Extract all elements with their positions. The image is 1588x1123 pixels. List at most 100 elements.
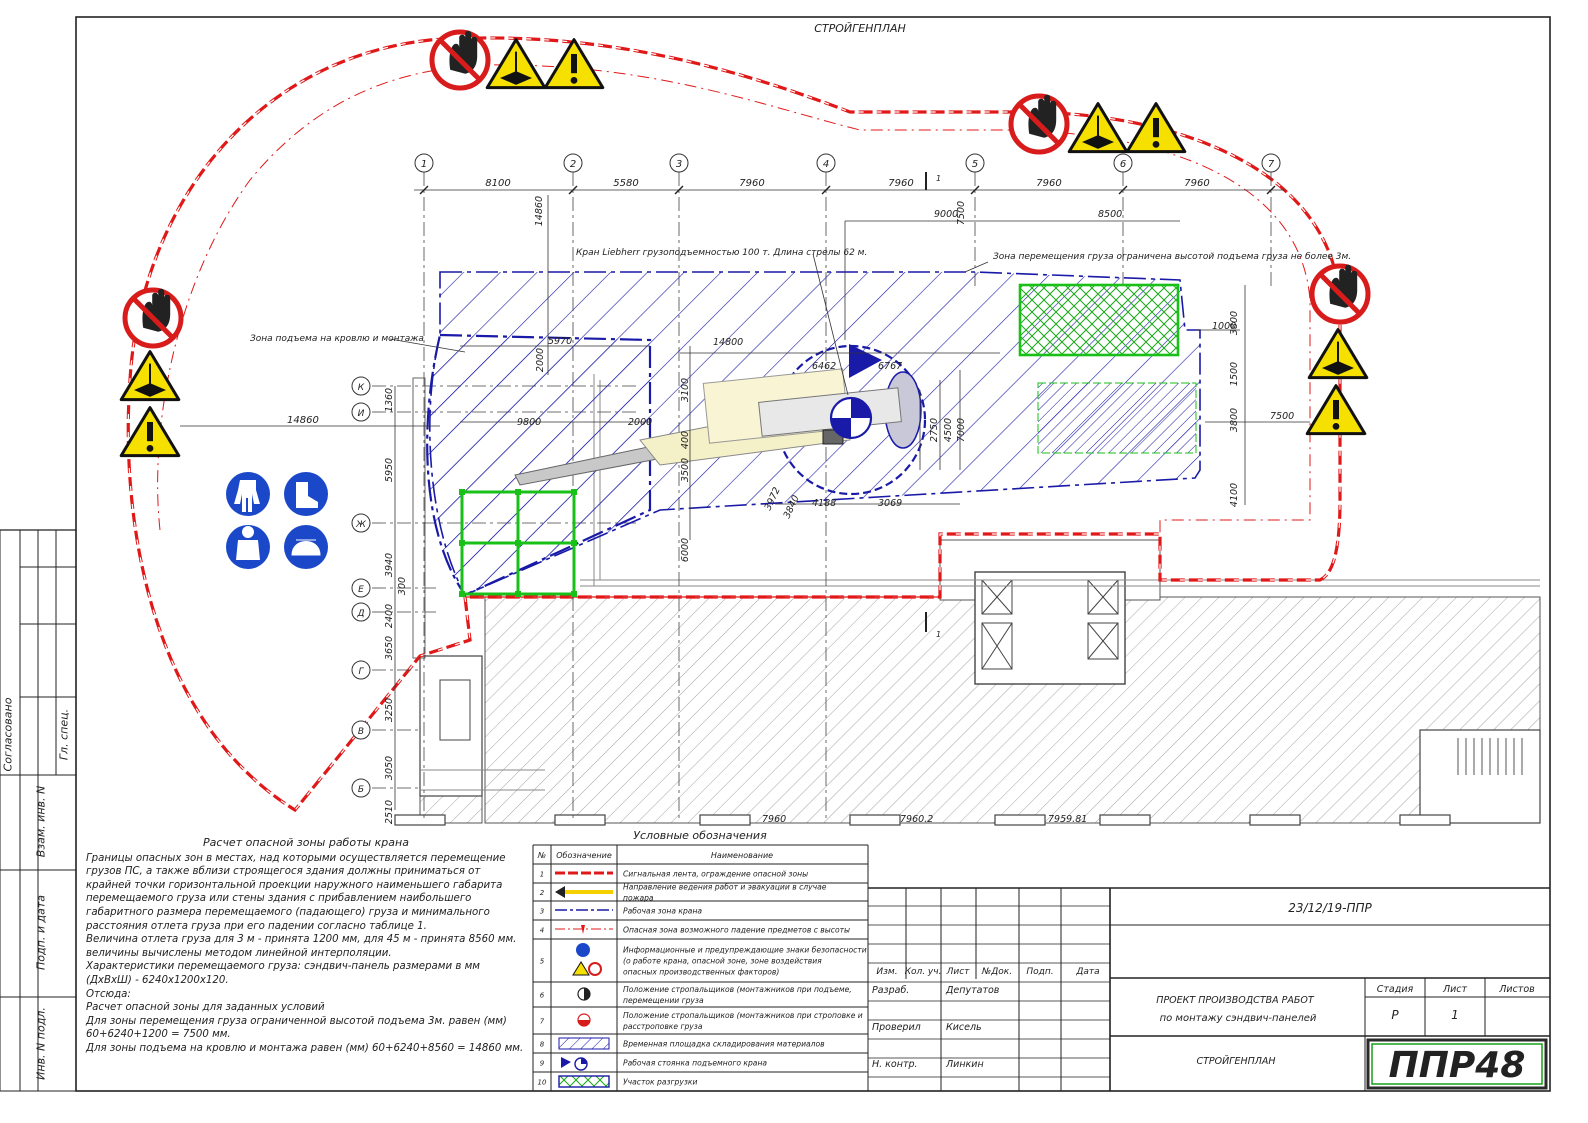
dimension-text: 1500 (1229, 362, 1240, 386)
stamp-column-header: №Док. (981, 967, 1012, 977)
axis-letter: В (358, 727, 364, 737)
axis-letter: К (358, 383, 365, 393)
falling-load-warning-icon (1067, 102, 1129, 154)
side-label-agreed: Согласовано (1, 697, 15, 772)
dimension-text: 3050 (384, 756, 395, 780)
stamp-project: по монтажу сэндвич-панелей (1160, 1013, 1317, 1024)
warning-exclamation-icon (1305, 384, 1367, 436)
axis-letter: Г (358, 667, 364, 677)
dimension-text: 2510 (384, 800, 395, 824)
axis-number: 2 (570, 159, 576, 170)
legend-symbol-unloading (558, 1075, 610, 1088)
legend-text: Сигнальная лента, ограждение опасной зон… (623, 870, 808, 879)
dimension-text: 2000 (535, 348, 546, 372)
axis-letter: Ж (355, 520, 366, 530)
legend-text: Положение стропальщиков (монтажников при… (623, 985, 852, 994)
stamp-code: 23/12/19-ППР (1288, 901, 1372, 915)
legend-text: Направление ведения работ и эвакуации в … (623, 883, 827, 892)
legend-text: расстроповке груза (622, 1022, 703, 1031)
axis-letter: Б (358, 785, 364, 795)
top-dimension: 7960 (739, 178, 764, 189)
dimension-text: 7959.81 (1048, 814, 1087, 825)
no-entry-hand-icon (122, 287, 184, 349)
stamp-column-header: Кол. уч. (905, 967, 942, 977)
dimension-text: 2750 (929, 418, 940, 442)
axis-number: 7 (1268, 159, 1275, 170)
axis-bubble (1113, 153, 1133, 173)
roof-zone-label: Зона подъема на кровлю и монтажа (250, 334, 424, 344)
legend-text: Рабочая зона крана (623, 907, 702, 916)
dimension-text: 4188 (812, 498, 836, 509)
top-dimension: 7960 (1184, 178, 1209, 189)
no-entry-hand-icon (429, 29, 491, 91)
stamp-name: Кисель (946, 1022, 982, 1033)
legend-number: 9 (540, 1060, 545, 1068)
legend-text: пожара (623, 894, 654, 903)
falling-load-warning-icon (119, 350, 181, 402)
legend-header: № (537, 851, 546, 860)
dimension-text: 2400 (384, 604, 395, 628)
legend-number: 7 (540, 1018, 545, 1026)
axis-bubble (351, 778, 371, 798)
legend-text: Временная площадка складирования материа… (623, 1040, 825, 1049)
legend-text: Участок разгрузки (623, 1078, 697, 1087)
axis-bubble (816, 153, 836, 173)
axis-bubble (351, 578, 371, 598)
stamp-column-header: Изм. (876, 967, 897, 977)
dimension-text: 3650 (384, 636, 395, 660)
dimension-text: 8500 (1098, 209, 1122, 220)
calc-paragraph: Отсюда: (86, 988, 131, 1000)
stamp-sheet-name: СТРОЙГЕНПЛАН (1196, 1055, 1275, 1067)
axis-bubble (669, 153, 689, 173)
axis-bubble (965, 153, 985, 173)
side-label-inv: Инв. N подл. (34, 1007, 48, 1080)
legend-number: 4 (540, 927, 544, 935)
dimension-text: 1360 (384, 388, 395, 412)
dimension-text: 9800 (517, 417, 541, 428)
crane-label: Кран Liebherr грузоподъемностью 100 т. Д… (576, 248, 868, 258)
axis-number: 5 (972, 159, 978, 170)
dimension-text: 4100 (1229, 483, 1240, 507)
axis-letter: Д (356, 609, 364, 619)
axis-number: 1 (421, 159, 427, 170)
legend-text: опасных производственных факторов) (623, 968, 779, 977)
legend-number: 8 (540, 1041, 545, 1049)
legend-header: Наименование (711, 851, 773, 860)
axis-number: 4 (823, 159, 829, 170)
dimension-text: 14800 (713, 337, 743, 348)
dimension-text: 14860 (534, 196, 545, 226)
stamp-name: Линкин (945, 1059, 984, 1070)
section-mark: 1 (936, 174, 941, 183)
dimension-text: 6000 (680, 538, 691, 562)
legend-number: 10 (538, 1079, 547, 1087)
dimension-text: 7500 (956, 201, 967, 225)
top-dimension: 7960 (888, 178, 913, 189)
legend-number: 1 (540, 871, 544, 879)
dimension-text: 3100 (680, 378, 691, 402)
legend-number: 3 (540, 908, 544, 916)
warning-exclamation-icon (119, 406, 181, 458)
drawing-title: СТРОЙГЕНПЛАН (814, 22, 906, 35)
dimension-text: 300 (397, 577, 408, 595)
ppr48-logo-text: ППР48 (1389, 1045, 1526, 1086)
axis-letter: Е (358, 585, 364, 595)
legend-number: 2 (540, 889, 545, 897)
axis-bubble (563, 153, 583, 173)
dimension-text: 3940 (384, 553, 395, 577)
dimension-text: 7000 (956, 418, 967, 442)
legend-symbol-signs (576, 943, 590, 957)
dimension-text: 3069 (878, 498, 902, 509)
legend-symbol-storage (558, 1037, 610, 1050)
axis-letter: И (358, 409, 365, 419)
legend-symbol-crane-stand (561, 1057, 571, 1068)
dimension-text: 1000 (1212, 321, 1236, 332)
dimension-text: 5950 (384, 458, 395, 482)
dimension-text: 7960.2 (900, 814, 933, 825)
side-label-chief: Гл. спец. (57, 708, 71, 761)
no-entry-hand-icon (1309, 263, 1371, 325)
dimension-text: 6462 (812, 361, 836, 372)
stamp-role: Н. контр. (872, 1059, 918, 1070)
calc-paragraph: Для зоны перемещения груза ограниченной … (86, 1015, 507, 1041)
falling-load-warning-icon (1307, 328, 1369, 380)
dimension-text: 5970 (548, 336, 572, 347)
